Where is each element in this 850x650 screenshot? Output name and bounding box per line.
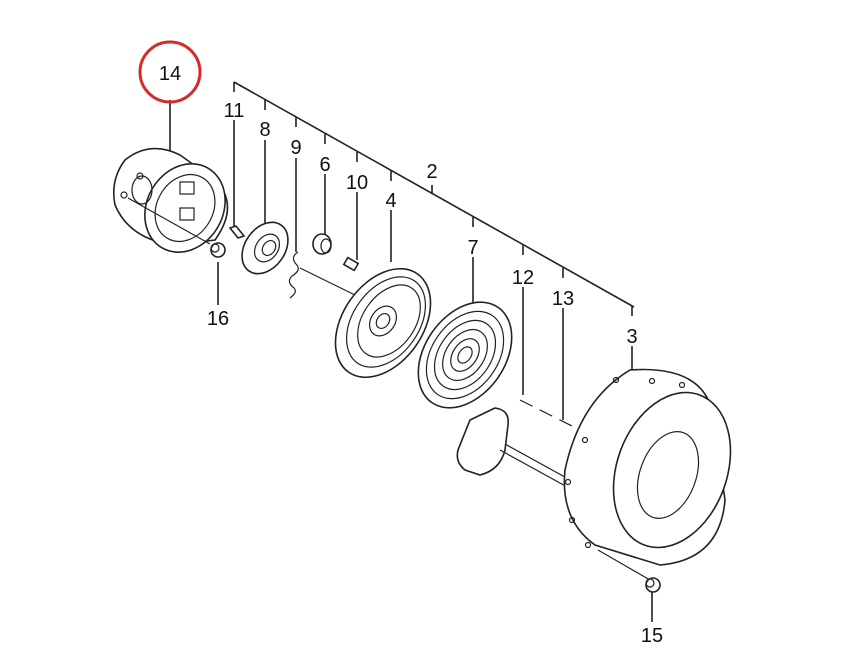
part-6-ratchet[interactable]	[312, 233, 332, 255]
callout-9[interactable]: 9	[290, 137, 301, 159]
callout-10[interactable]: 10	[346, 172, 368, 194]
callout-3[interactable]: 3	[626, 326, 637, 348]
callout-16[interactable]: 16	[207, 308, 229, 330]
part-11-bolt[interactable]	[228, 225, 246, 239]
part-14-starter-cup[interactable]	[112, 147, 241, 267]
part-9-spring[interactable]	[288, 251, 356, 299]
callout-13[interactable]: 13	[552, 288, 574, 310]
part-3-starter-case[interactable]	[563, 368, 751, 566]
callout-11[interactable]: 11	[224, 100, 245, 122]
part-16-bolt[interactable]	[127, 197, 226, 258]
callout-7[interactable]: 7	[467, 237, 478, 259]
callout-14[interactable]: 14	[159, 63, 181, 85]
part-4-reel[interactable]	[316, 251, 450, 395]
part-8-friction-plate[interactable]	[233, 214, 298, 283]
part-15-bolt[interactable]	[597, 549, 661, 593]
callout-labels: 14 11 8 9 6 10 2 4 7 12 13 3 16 15	[159, 63, 663, 647]
callout-4[interactable]: 4	[385, 190, 396, 212]
leader-lines	[169, 100, 653, 622]
callout-12[interactable]: 12	[512, 267, 534, 289]
callout-15[interactable]: 15	[641, 625, 663, 647]
callout-8[interactable]: 8	[259, 119, 270, 141]
assembly-bracket	[233, 81, 635, 316]
highlight-circle	[138, 40, 202, 104]
callout-2[interactable]: 2	[426, 161, 437, 183]
part-7-recoil-spring[interactable]	[399, 285, 531, 426]
part-10-spring[interactable]	[342, 256, 360, 272]
callout-6[interactable]: 6	[319, 154, 330, 176]
